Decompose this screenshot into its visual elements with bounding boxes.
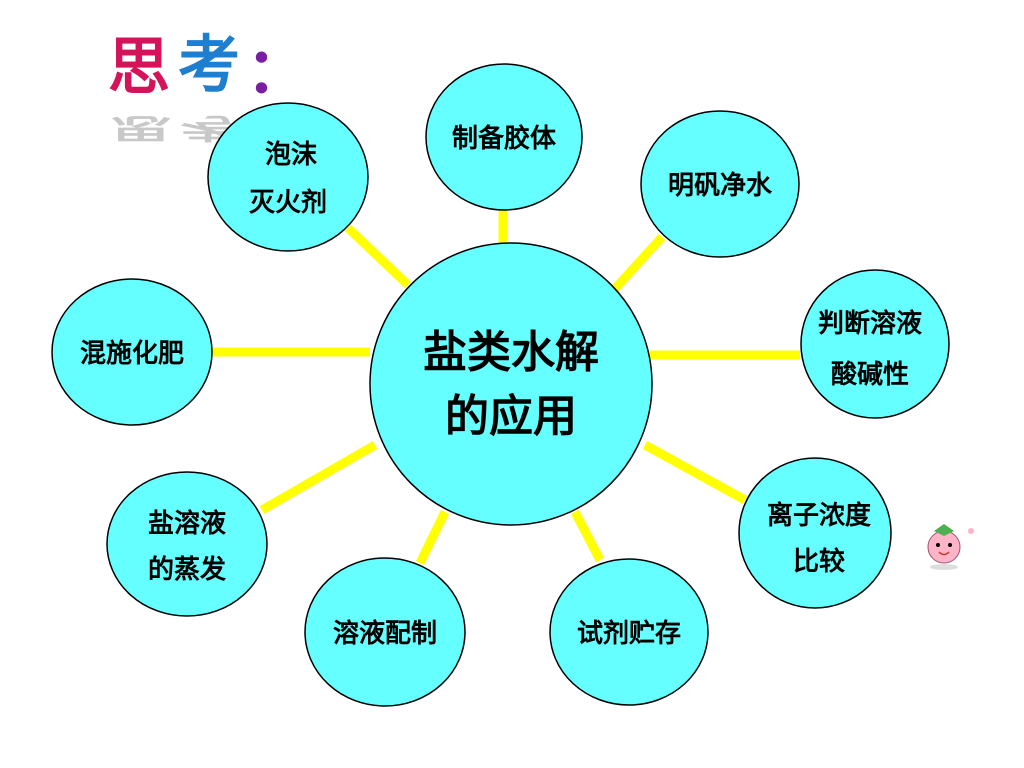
node-fertilizer-label: 混施化肥: [80, 338, 184, 369]
node-colloid-label: 制备胶体: [452, 123, 557, 154]
connector-solution-prep: [415, 510, 450, 565]
node-extinguisher-line-1: 泡沫: [265, 140, 318, 170]
center-line-1: 盐类水解: [423, 327, 599, 378]
connector-ion: [642, 441, 748, 504]
connector-extinguisher: [344, 224, 412, 289]
node-solution-prep-label: 溶液配制: [333, 618, 437, 649]
connector-evaporation: [259, 441, 378, 514]
node-alum: 明矾净水: [640, 110, 800, 258]
node-extinguisher: 泡沫 灭火剂: [207, 102, 369, 252]
center-node: 盐类水解 的应用: [369, 242, 653, 526]
node-acidity-line-2: 酸碱性: [831, 360, 909, 390]
smiling-peach-icon: [927, 524, 974, 570]
node-reagent-storage: 试剂贮存: [549, 558, 709, 706]
node-colloid: 制备胶体: [425, 63, 583, 211]
node-reagent-label: 试剂贮存: [577, 619, 681, 649]
node-ion-concentration: 离子浓度 比较: [738, 457, 892, 609]
connectors: [212, 208, 800, 565]
node-evaporation-line-1: 盐溶液: [148, 508, 226, 539]
node-acidity-line-1: 判断溶液: [818, 308, 922, 339]
node-fertilizer: 混施化肥: [51, 278, 213, 426]
node-evaporation-line-2: 的蒸发: [148, 554, 226, 585]
title-char-2: 考: [178, 28, 241, 101]
node-ion-line-2: 比较: [793, 546, 845, 577]
node-extinguisher-line-2: 灭火剂: [249, 188, 327, 218]
connector-alum: [608, 233, 666, 296]
page-title: 思 考 思 考 ：: [78, 28, 318, 145]
node-alum-label: 明矾净水: [668, 171, 773, 201]
node-solution-prep: 溶液配制: [304, 557, 466, 707]
node-acidity: 判断溶液 酸碱性: [800, 269, 950, 419]
center-line-2: 的应用: [445, 391, 577, 442]
title-char-3: ：: [246, 34, 309, 107]
title-char-1: 思: [108, 30, 171, 103]
node-evaporation: 盐溶液 的蒸发: [106, 471, 268, 617]
connector-reagent: [571, 509, 604, 563]
node-ion-line-1: 离子浓度: [767, 500, 871, 531]
